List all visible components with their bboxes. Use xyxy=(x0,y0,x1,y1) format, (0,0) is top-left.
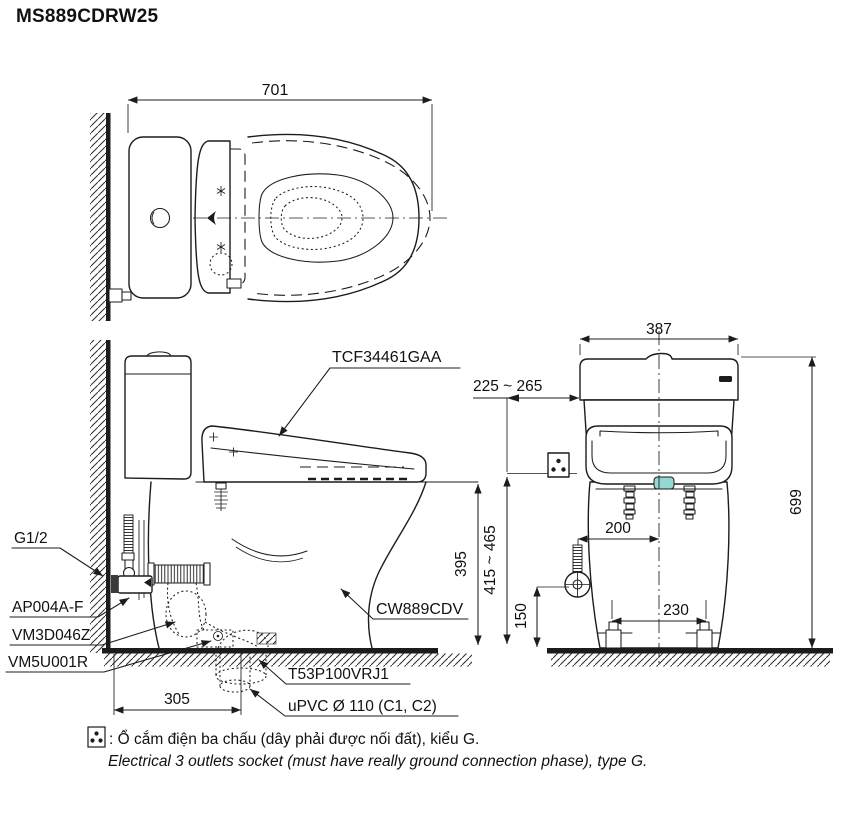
wall-hatch-side-view xyxy=(90,340,106,653)
floor-line-side xyxy=(102,648,438,654)
svg-text:T53P100VRJ1: T53P100VRJ1 xyxy=(288,666,389,683)
dim-150: 150 xyxy=(513,586,569,647)
label-inlet: G1/2 xyxy=(11,530,104,577)
power-plug-symbol xyxy=(564,539,591,598)
dim-387-text: 387 xyxy=(646,321,672,338)
svg-text:VM5U001R: VM5U001R xyxy=(8,654,88,671)
outlet-socket-icon xyxy=(547,452,570,478)
seat-bolt-side xyxy=(215,482,227,490)
wall-line-top-view xyxy=(106,113,111,321)
drain-collar xyxy=(256,632,277,645)
flush-button-plan xyxy=(149,207,171,229)
label-stop-valve: AP004A-F xyxy=(9,597,130,618)
dim-225-265-text: 225 ~ 265 xyxy=(473,378,542,395)
bowl-side xyxy=(147,481,427,649)
wall-line-side-view xyxy=(106,340,111,653)
dim-701: 701 xyxy=(127,82,433,211)
hinge-marker xyxy=(207,211,216,225)
front-view: 387 xyxy=(473,321,833,667)
drain-pipe xyxy=(215,629,277,693)
bolt-symbol xyxy=(213,631,223,641)
dim-701-text: 701 xyxy=(262,82,289,99)
part-labels: TCF34461GAA G1/2 AP004A-F VM3D046Z xyxy=(5,349,469,717)
svg-text:uPVC Ø 110 (C1, C2): uPVC Ø 110 (C1, C2) xyxy=(288,698,437,715)
label-drain-joint: T53P100VRJ1 xyxy=(258,659,411,685)
floor-hatch-front xyxy=(551,653,830,667)
seat-hinge-plan xyxy=(226,278,242,289)
label-drain-pipe: uPVC Ø 110 (C1, C2) xyxy=(249,688,459,717)
footer-note: : Ổ cắm điện ba chấu (dây phải được nối … xyxy=(87,726,647,770)
supply-stub xyxy=(108,288,123,303)
svg-text:CW889CDV: CW889CDV xyxy=(376,601,463,618)
dim-230-text: 230 xyxy=(663,602,689,619)
supply-valve-assembly xyxy=(111,514,153,600)
model-number-title: MS889CDRW25 xyxy=(16,6,159,27)
dim-699-text: 699 xyxy=(788,489,805,515)
dim-699: 699 xyxy=(741,356,816,648)
side-view: 395 305 TCF34461GAA G1/2 xyxy=(5,340,482,717)
dim-150-text: 150 xyxy=(513,603,530,629)
braided-hose xyxy=(123,514,134,554)
wall-hatch-top-view xyxy=(90,113,106,321)
top-view: 701 xyxy=(90,82,447,321)
nozzle-icon-2 xyxy=(216,242,226,252)
inlet-coil xyxy=(151,564,207,584)
dryer-outline xyxy=(209,252,233,276)
dim-305-text: 305 xyxy=(164,691,190,708)
tank-plan xyxy=(108,136,192,303)
washlet-side xyxy=(201,425,427,511)
label-bowl: CW889CDV xyxy=(340,588,469,620)
svg-text:AP004A-F: AP004A-F xyxy=(12,599,84,616)
wall-flange xyxy=(111,575,118,593)
ewater-nozzle-accent xyxy=(653,476,675,490)
feet-front xyxy=(597,621,721,649)
dim-200-text: 200 xyxy=(605,520,631,537)
svg-text:VM3D046Z: VM3D046Z xyxy=(12,627,90,644)
fill-valve-outline xyxy=(165,590,207,638)
tank-side xyxy=(124,351,192,480)
label-outlet-flange: VM5U001R xyxy=(5,640,212,673)
dim-395: 395 xyxy=(453,484,482,645)
washlet-plan xyxy=(194,140,246,294)
footer-note-english: Electrical 3 outlets socket (must have r… xyxy=(108,753,647,770)
dim-socket-height: 415 ~ 465 xyxy=(482,477,511,644)
dim-387: 387 xyxy=(579,321,739,355)
dim-socket-offset: 225 ~ 265 xyxy=(473,378,579,474)
angle-valve-body xyxy=(117,575,153,594)
floor-line-front xyxy=(547,648,833,654)
dim-200: 200 xyxy=(578,520,659,543)
mount-bolts-front xyxy=(595,485,723,520)
floor-hatch-side xyxy=(104,653,472,667)
dim-230: 230 xyxy=(611,600,707,625)
svg-text:TCF34461GAA: TCF34461GAA xyxy=(332,349,442,366)
label-washlet: TCF34461GAA xyxy=(278,349,461,437)
outlet-socket-legend-icon xyxy=(87,726,106,748)
label-fill-valve: VM3D046Z xyxy=(9,621,176,646)
dim-395-text: 395 xyxy=(453,551,470,577)
toto-logo xyxy=(719,376,732,382)
dim-415-465-text: 415 ~ 465 xyxy=(482,525,499,594)
footer-note-vietnamese: : Ổ cắm điện ba chấu (dây phải được nối … xyxy=(109,730,479,748)
dim-305: 305 xyxy=(113,652,242,715)
svg-text:G1/2: G1/2 xyxy=(14,530,48,547)
nozzle-icon xyxy=(216,186,226,196)
